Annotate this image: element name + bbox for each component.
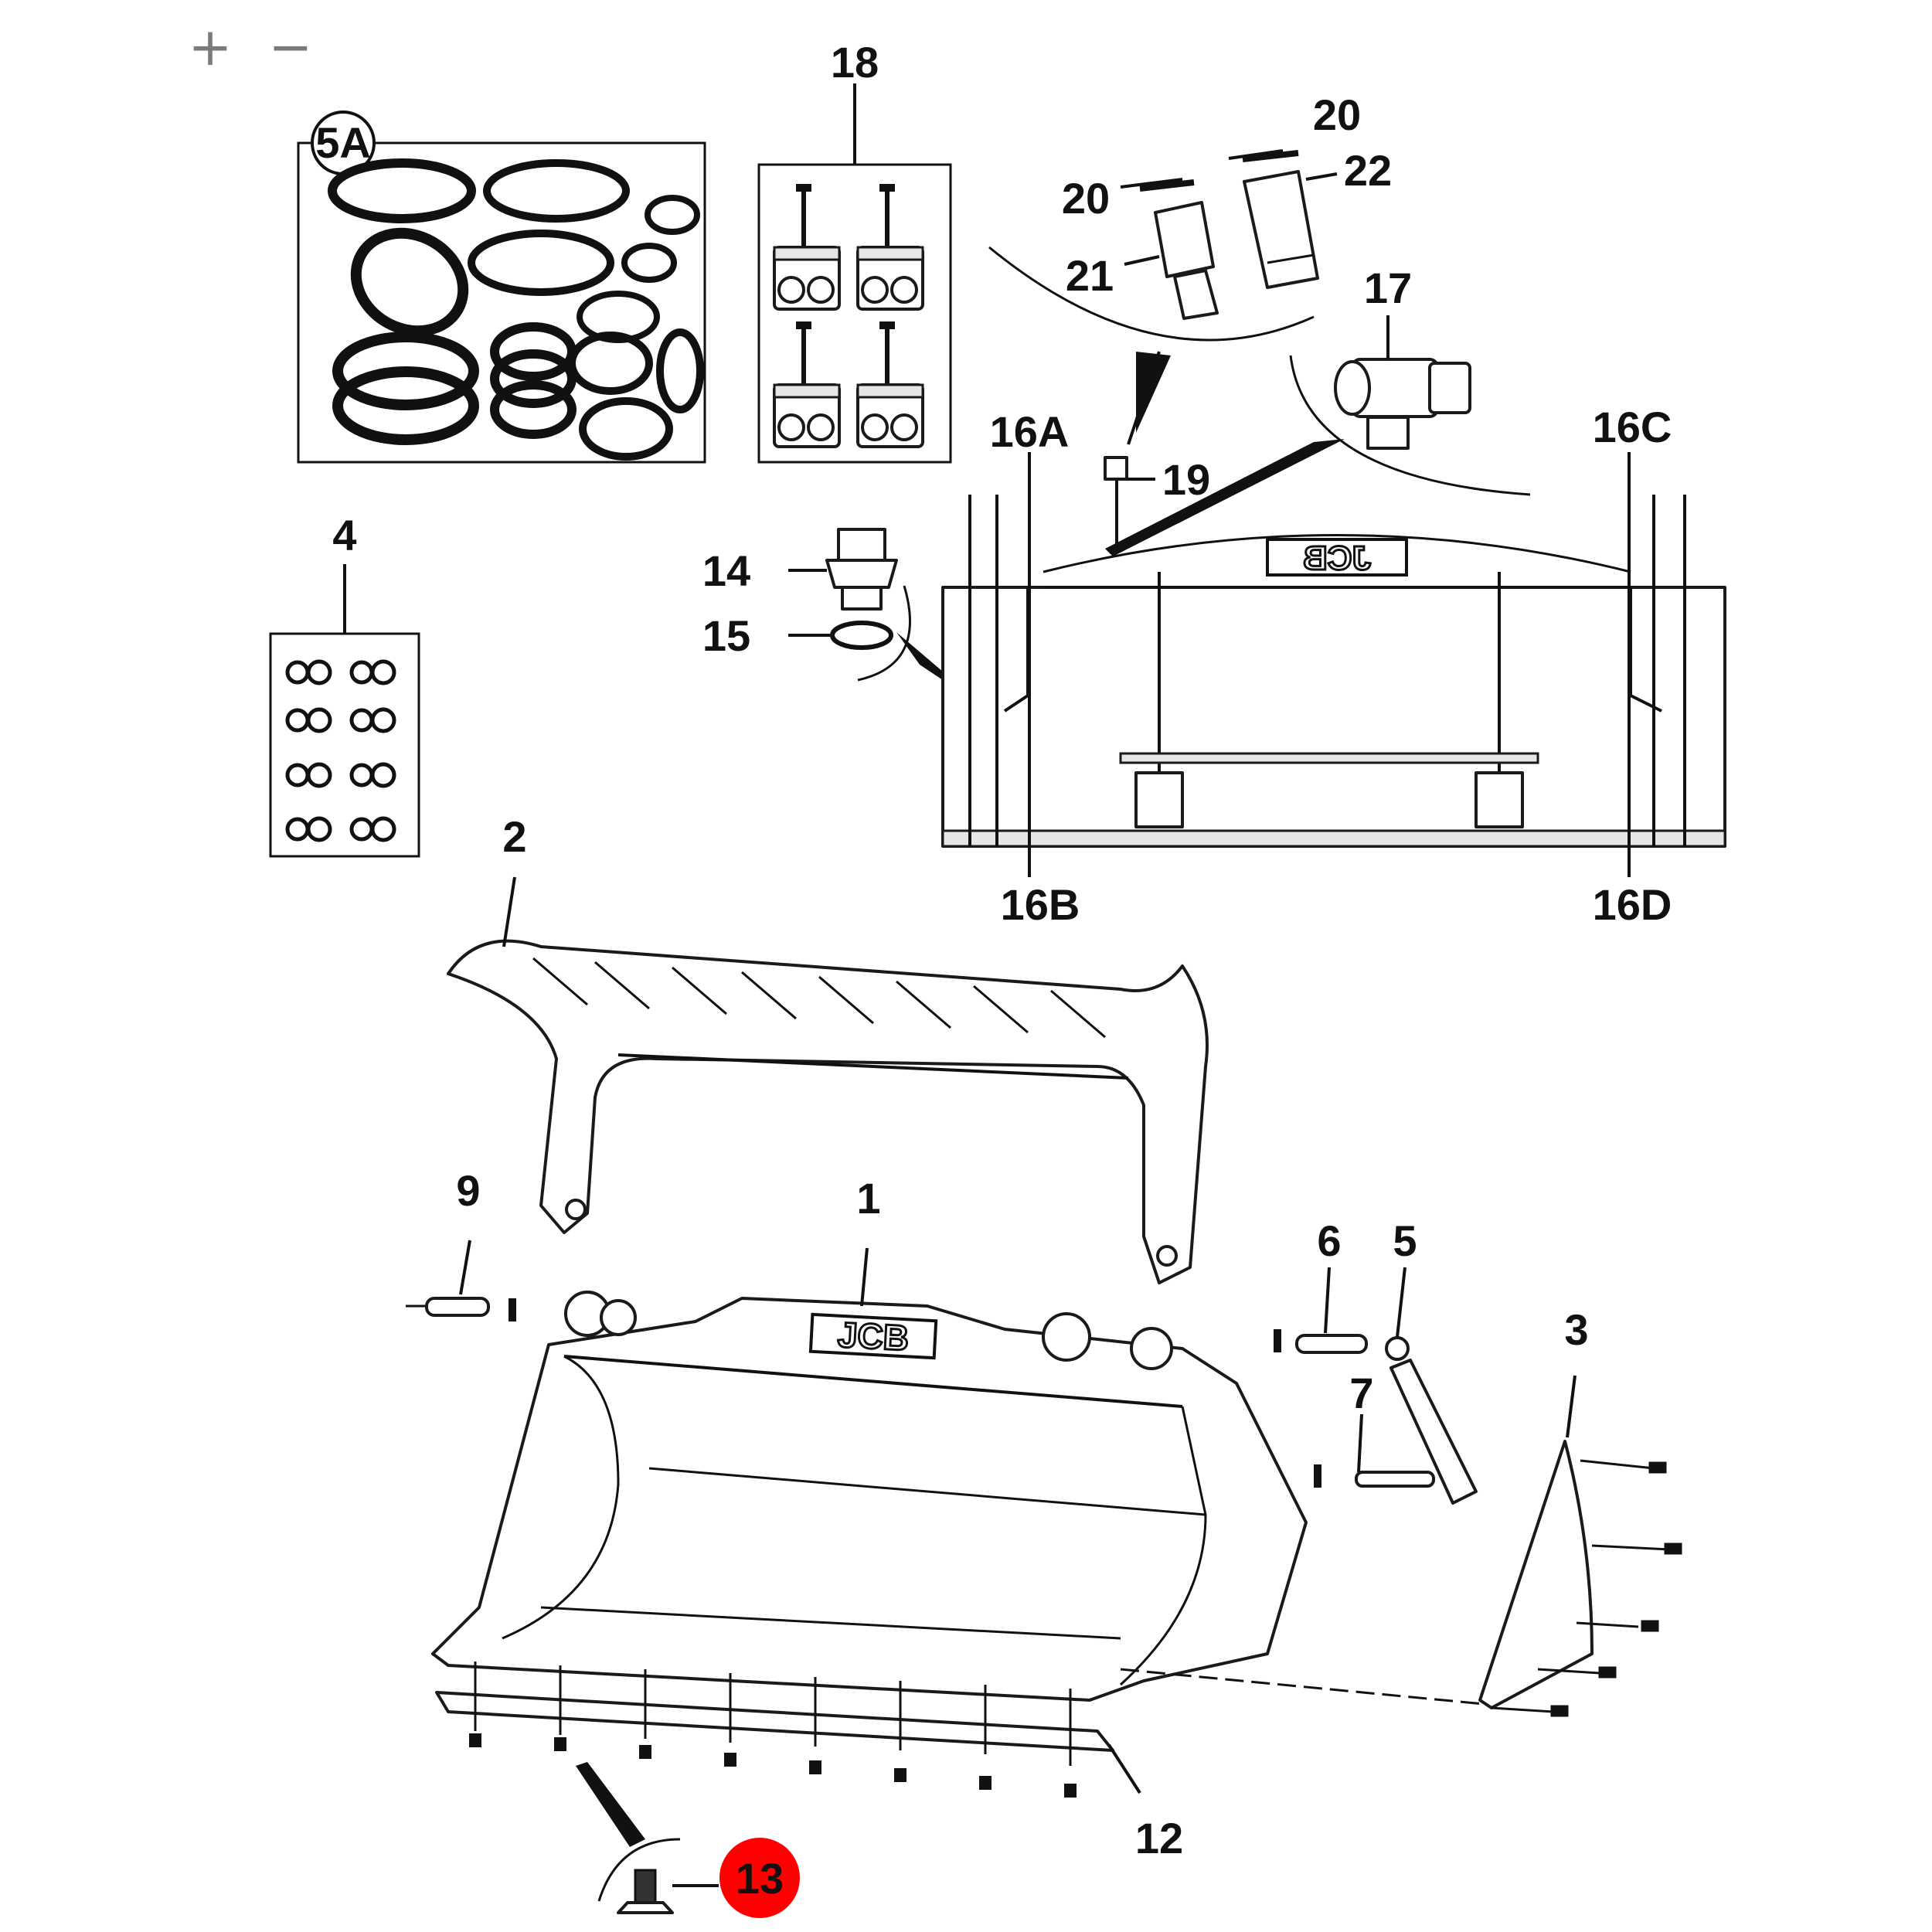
callout-17[interactable]: 17 xyxy=(1364,264,1412,312)
fittings-20-21-22-detail xyxy=(988,149,1338,445)
callout-6[interactable]: 6 xyxy=(1317,1216,1341,1265)
bolt-13-detail xyxy=(576,1762,719,1914)
callout-13-highlighted[interactable]: 13 xyxy=(719,1838,800,1918)
callout-labels: 18 5A 20 20 22 21 17 16A 16C 19 4 14 15 … xyxy=(315,38,1672,1862)
highlight-marker xyxy=(719,1838,800,1918)
zoom-in-button[interactable]: + xyxy=(185,22,235,74)
callout-18[interactable]: 18 xyxy=(831,38,879,87)
callout-19[interactable]: 19 xyxy=(1162,455,1210,504)
callout-16b[interactable]: 16B xyxy=(1001,880,1080,929)
jcb-logo-mirrored: JCB xyxy=(1303,539,1371,577)
clamp-kit-18 xyxy=(757,83,952,464)
callout-5[interactable]: 5 xyxy=(1393,1216,1417,1265)
jcb-logo: JCB xyxy=(837,1315,910,1359)
ram-5 xyxy=(1385,1267,1478,1505)
callout-9[interactable]: 9 xyxy=(456,1166,480,1215)
callout-16c[interactable]: 16C xyxy=(1593,403,1672,451)
callout-4[interactable]: 4 xyxy=(332,511,356,560)
callout-7[interactable]: 7 xyxy=(1349,1369,1373,1417)
callout-13: 13 xyxy=(736,1854,784,1903)
side-plate-3 xyxy=(1120,1375,1682,1717)
callout-12[interactable]: 12 xyxy=(1135,1814,1183,1862)
callout-16a[interactable]: 16A xyxy=(990,407,1070,456)
small-bucket-pipework-view: JCB xyxy=(941,456,1726,848)
callout-16d[interactable]: 16D xyxy=(1593,880,1672,929)
seal-kit-5a xyxy=(297,111,706,464)
callout-20-lower[interactable]: 20 xyxy=(1062,174,1110,223)
callout-22[interactable]: 22 xyxy=(1344,146,1392,195)
grab-tine-assembly-2 xyxy=(447,876,1209,1284)
callout-20-upper[interactable]: 20 xyxy=(1313,90,1361,139)
main-bucket-1: JCB xyxy=(431,1247,1308,1702)
zoom-controls: + − xyxy=(185,22,315,74)
pin-6 xyxy=(1274,1267,1368,1354)
callout-5a[interactable]: 5A xyxy=(315,118,371,167)
fitting-kit-4 xyxy=(269,564,420,858)
callout-3[interactable]: 3 xyxy=(1564,1305,1588,1354)
pin-9 xyxy=(406,1240,516,1321)
zoom-out-button[interactable]: − xyxy=(266,22,315,74)
callout-1[interactable]: 1 xyxy=(856,1174,880,1223)
tee-fitting-17-detail xyxy=(1105,315,1531,556)
callout-21[interactable]: 21 xyxy=(1066,251,1114,300)
pin-7 xyxy=(1314,1413,1435,1488)
callout-14[interactable]: 14 xyxy=(702,546,750,595)
cutting-edge-12 xyxy=(435,1662,1141,1798)
callout-15[interactable]: 15 xyxy=(702,611,750,660)
callout-2[interactable]: 2 xyxy=(502,812,526,861)
